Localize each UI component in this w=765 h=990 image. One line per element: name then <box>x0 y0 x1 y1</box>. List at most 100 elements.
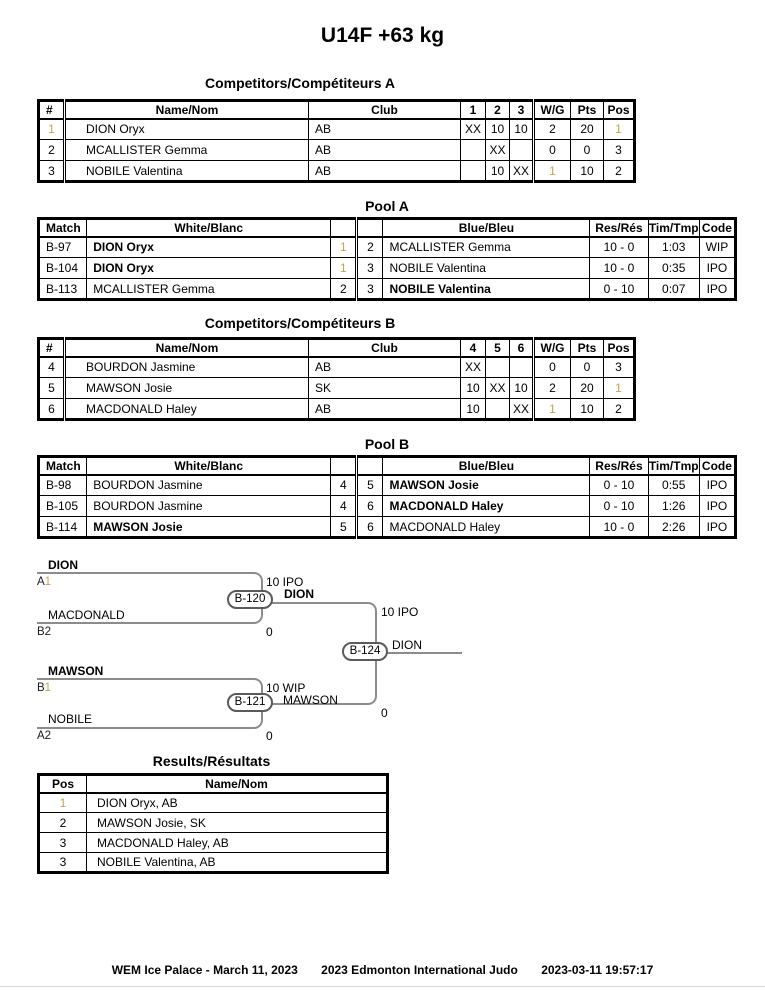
club-cell: AB <box>308 118 461 140</box>
col-header-blue: Blue/Bleu <box>382 218 591 238</box>
grid-cell <box>485 398 510 420</box>
final-line <box>377 652 462 654</box>
pos-cell: 3 <box>603 356 635 378</box>
time-cell: 0:35 <box>647 257 700 279</box>
club-cell: SK <box>308 377 461 399</box>
blue-seed-cell: 3 <box>355 278 384 300</box>
name-cell: DION Oryx, AB <box>86 792 388 813</box>
event-name-label: 2023 Edmonton International Judo <box>321 963 518 977</box>
code-cell: IPO <box>698 474 737 496</box>
col-header-2: 2 <box>485 100 510 120</box>
pts-cell: 20 <box>570 118 604 140</box>
wg-cell: 0 <box>532 139 571 161</box>
grid-cell: 10 <box>460 398 486 420</box>
page-title: U14F +63 kg <box>320 24 445 47</box>
code-cell: IPO <box>698 278 737 300</box>
venue-date-label: WEM Ice Palace - March 11, 2023 <box>111 963 298 977</box>
pool-b-title: Pool B <box>364 436 410 452</box>
grid-cell <box>509 139 534 161</box>
score-label: 0 <box>266 729 273 743</box>
white-name-cell: DION Oryx <box>86 236 332 258</box>
result-cell: 0 - 10 <box>589 278 649 300</box>
table-row: 4 BOURDON Jasmine AB XX 0 0 3 <box>38 356 635 378</box>
grid-cell: XX <box>460 118 486 140</box>
num-cell: 1 <box>38 118 65 140</box>
col-header-wg: W/G <box>532 338 571 358</box>
page-footer: WEM Ice Palace - March 11, 2023 2023 Edm… <box>0 963 765 977</box>
table-row: B-98 BOURDON Jasmine 4 5 MAWSON Josie 0 … <box>37 474 737 496</box>
blue-seed-cell: 3 <box>355 257 384 279</box>
grid-cell: XX <box>460 356 486 378</box>
results-title: Results/Résultats <box>152 753 271 769</box>
col-header-code: Code <box>698 218 737 238</box>
club-cell: AB <box>308 356 461 378</box>
blue-name-cell: MAWSON Josie <box>382 474 591 496</box>
club-cell: AB <box>308 160 461 182</box>
col-header-white-seed <box>330 218 358 238</box>
white-name-cell: DION Oryx <box>86 257 332 279</box>
name-cell: NOBILE Valentina <box>63 160 309 182</box>
col-header-name: Name/Nom <box>86 774 388 794</box>
result-cell: 10 - 0 <box>589 236 649 258</box>
header-row: # Name/Nom Club 1 2 3 W/G Pts Pos <box>38 100 635 120</box>
winner-label: DION <box>392 638 422 652</box>
name-cell: MCALLISTER Gemma <box>63 139 309 161</box>
col-header-name: Name/Nom <box>63 338 309 358</box>
time-cell: 2:26 <box>647 516 700 538</box>
table-row: B-114 MAWSON Josie 5 6 MACDONALD Haley 1… <box>37 516 737 538</box>
table-row: 3 MACDONALD Haley, AB <box>38 832 388 853</box>
col-header-code: Code <box>698 456 737 476</box>
col-header-club: Club <box>308 338 461 358</box>
col-header-white: White/Blanc <box>86 456 332 476</box>
seed-letter: A <box>37 576 45 588</box>
match-code-cell: B-104 <box>37 257 88 279</box>
pos-cell: 2 <box>603 160 635 182</box>
bracket-entrant-name: MACDONALD <box>48 608 125 622</box>
pos-cell: 2 <box>603 398 635 420</box>
white-seed-cell: 1 <box>330 257 358 279</box>
white-name-cell: BOURDON Jasmine <box>86 495 332 517</box>
header-row: Match White/Blanc Blue/Bleu Res/Rés Tim/… <box>37 218 737 238</box>
grid-cell: 10 <box>485 160 510 182</box>
blue-seed-cell: 6 <box>355 516 384 538</box>
table-row: 1 DION Oryx, AB <box>38 792 388 813</box>
bracket-entrant-name: DION <box>48 558 78 572</box>
bracket-entrant-name: NOBILE <box>48 712 93 726</box>
grid-cell: 10 <box>460 377 486 399</box>
white-seed-cell: 2 <box>330 278 358 300</box>
grid-cell: 10 <box>509 377 534 399</box>
competitors-b-table: # Name/Nom Club 4 5 6 W/G Pts Pos 4 BOUR… <box>37 337 636 421</box>
table-row: 3 NOBILE Valentina AB 10 XX 1 10 2 <box>38 160 635 182</box>
col-header-pts: Pts <box>570 100 604 120</box>
white-seed-cell: 1 <box>330 236 358 258</box>
white-seed-cell: 4 <box>330 474 358 496</box>
seed-number: 2 <box>44 626 52 638</box>
blue-seed-cell: 6 <box>355 495 384 517</box>
white-seed-cell: 5 <box>330 516 358 538</box>
pool-a-table: Match White/Blanc Blue/Bleu Res/Rés Tim/… <box>37 217 737 301</box>
competitors-b-title: Competitors/Compétiteurs B <box>204 315 396 331</box>
name-cell: BOURDON Jasmine <box>63 356 309 378</box>
result-cell: 10 - 0 <box>589 257 649 279</box>
col-header-time: Tim/Tmp <box>647 218 700 238</box>
col-header-3: 3 <box>509 100 534 120</box>
pos-cell: 1 <box>603 118 635 140</box>
pos-cell: 1 <box>38 792 87 813</box>
blue-name-cell: MACDONALD Haley <box>382 495 591 517</box>
col-header-club: Club <box>308 100 461 120</box>
name-cell: MACDONALD Haley <box>63 398 309 420</box>
grid-cell: 10 <box>485 118 510 140</box>
col-header-pos: Pos <box>603 338 635 358</box>
table-row: B-113 MCALLISTER Gemma 2 3 NOBILE Valent… <box>37 278 737 300</box>
bracket-seed-label: B1 <box>37 682 51 694</box>
code-cell: IPO <box>698 495 737 517</box>
bracket-seed-label: B2 <box>37 626 51 638</box>
winner-label: DION <box>284 587 314 601</box>
white-seed-cell: 4 <box>330 495 358 517</box>
score-label: 10 IPO <box>266 575 304 589</box>
bracket-seed-label: A1 <box>37 576 51 588</box>
pos-cell: 3 <box>603 139 635 161</box>
white-name-cell: MCALLISTER Gemma <box>86 278 332 300</box>
winner-label: MAWSON <box>283 693 338 707</box>
score-label: 0 <box>381 706 388 720</box>
